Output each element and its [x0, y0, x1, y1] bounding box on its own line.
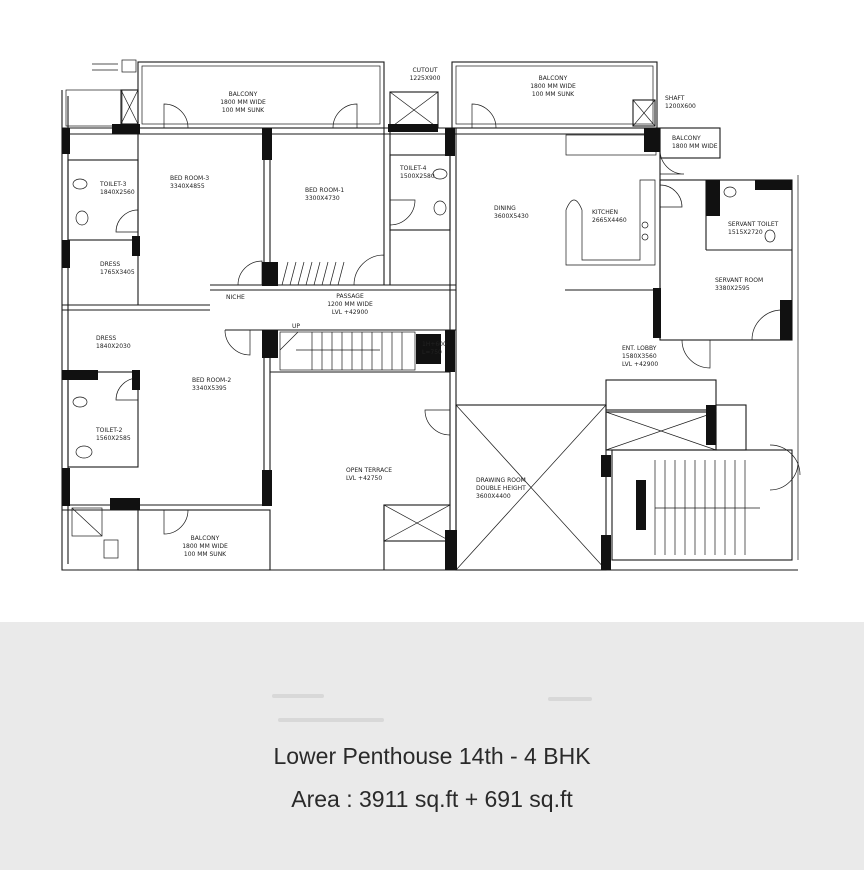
shaft-box [632, 99, 656, 127]
niche-label: NICHE [226, 294, 245, 301]
door-swings [115, 103, 801, 535]
caption-panel: Lower Penthouse 14th - 4 BHK Area : 3911… [0, 622, 864, 870]
smudge-mark [548, 697, 592, 701]
balcony-top-left [137, 61, 385, 129]
wardrobe-hatch [281, 261, 345, 286]
inner-stair [279, 331, 416, 371]
smudge-mark [278, 718, 384, 722]
plan-title: Lower Penthouse 14th - 4 BHK [273, 743, 591, 769]
stair-up-label: UP [292, 323, 300, 330]
smudge-mark [272, 694, 324, 698]
kitchen-counter [565, 134, 657, 266]
fixtures [72, 168, 776, 459]
cutout-box [389, 91, 439, 129]
structural-columns [62, 124, 792, 570]
legend-marks [71, 59, 137, 559]
main-walls [61, 90, 799, 571]
shaft-box-left [65, 89, 139, 127]
stair-treads [654, 460, 760, 555]
plan-area-text: Area : 3911 sq.ft + 691 sq.ft [291, 786, 573, 812]
